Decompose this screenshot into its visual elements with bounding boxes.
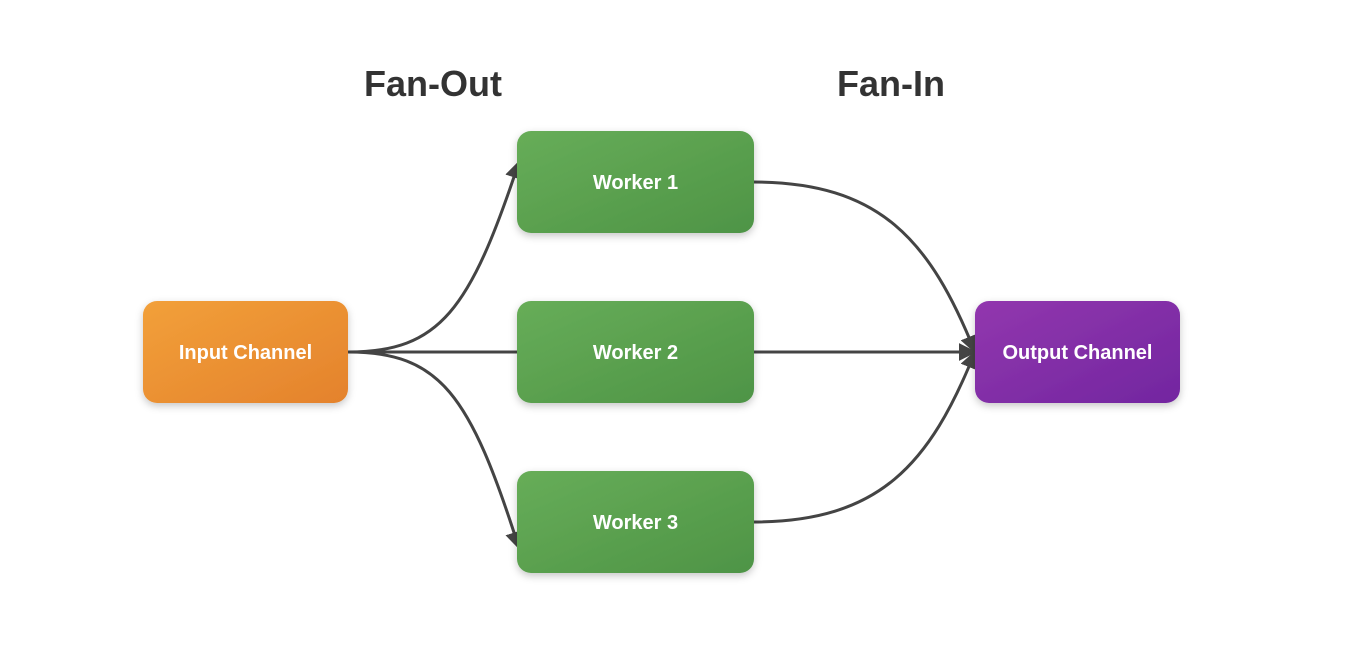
node-worker-2: Worker 2 [517, 301, 754, 403]
worker-2-label: Worker 2 [593, 342, 678, 364]
output-channel-label: Output Channel [1003, 342, 1153, 364]
edge-worker1-output [752, 180, 978, 354]
worker-3-box [517, 471, 754, 573]
edge-input-worker3 [347, 350, 523, 550]
worker-1-box [517, 131, 754, 233]
input-channel-label: Input Channel [179, 342, 312, 364]
node-input-channel: Input Channel [143, 301, 348, 403]
worker-2-box [517, 301, 754, 403]
fan-in-title: Fan-In [837, 63, 945, 104]
worker-1-label: Worker 1 [593, 172, 678, 194]
edge-worker3-output [752, 350, 978, 524]
fan-out-title: Fan-Out [364, 63, 502, 104]
node-output-channel: Output Channel [975, 301, 1180, 403]
edge-input-worker1 [347, 160, 523, 354]
edges [347, 160, 978, 550]
output-channel-box [975, 301, 1180, 403]
worker-3-label: Worker 3 [593, 512, 678, 534]
input-channel-box [143, 301, 348, 403]
node-worker-3: Worker 3 [517, 471, 754, 573]
node-worker-1: Worker 1 [517, 131, 754, 233]
